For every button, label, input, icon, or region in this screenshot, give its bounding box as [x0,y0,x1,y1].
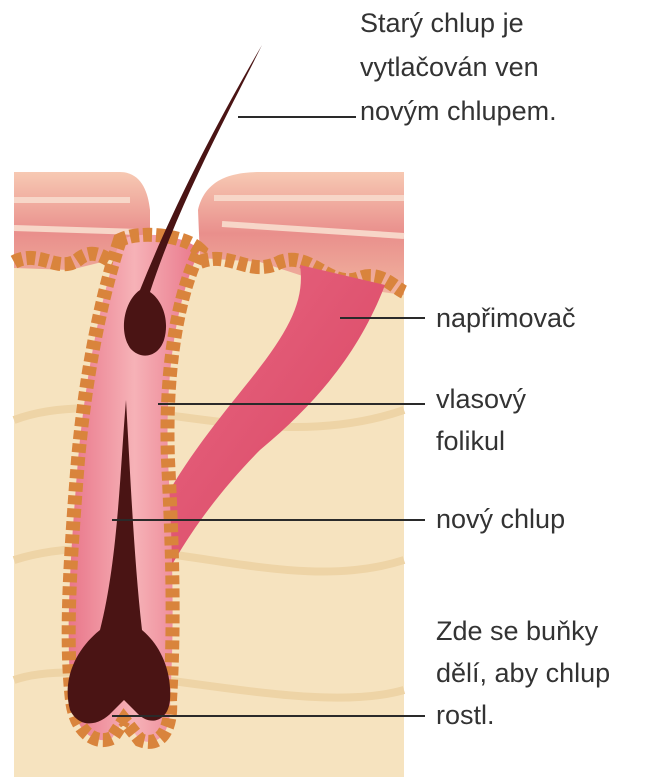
label-division: Zde se buňky dělí, aby chlup rostl. [436,616,618,730]
label-new-hair: nový chlup [436,504,565,534]
label-erector: napřimovač [436,303,576,333]
label-follicle: vlasový folikul [436,384,534,456]
label-old-hair: Starý chlup je vytlačován ven novým chlu… [360,8,557,126]
